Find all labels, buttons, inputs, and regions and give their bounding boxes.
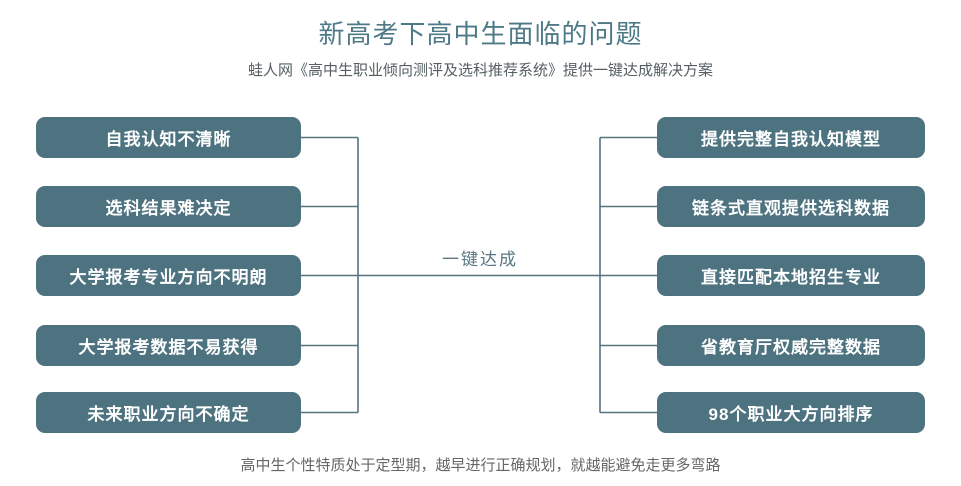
solution-box-chain-data: 链条式直观提供选科数据	[657, 186, 925, 227]
solution-box-label: 省教育厅权威完整数据	[701, 338, 881, 357]
solution-box-label: 提供完整自我认知模型	[701, 130, 881, 149]
footer-note: 高中生个性特质处于定型期，越早进行正确规划，就越能避免走更多弯路	[240, 457, 721, 474]
problem-box-label: 选科结果难决定	[105, 199, 232, 218]
problem-box-label: 自我认知不清晰	[105, 130, 232, 149]
solution-box-self-model: 提供完整自我认知模型	[657, 117, 925, 158]
solution-box-label: 98个职业大方向排序	[708, 405, 874, 424]
problem-box-subject-choice: 选科结果难决定	[36, 186, 301, 227]
solution-box-official-data: 省教育厅权威完整数据	[657, 325, 925, 366]
page-title: 新高考下高中生面临的问题	[318, 19, 643, 49]
solution-box-career-ranking: 98个职业大方向排序	[657, 392, 925, 433]
problem-box-label: 大学报考数据不易获得	[78, 338, 259, 357]
problem-box-career-direction: 未来职业方向不确定	[36, 392, 301, 433]
page-subtitle: 蛙人网《高中生职业倾向测评及选科推荐系统》提供一键达成解决方案	[247, 62, 713, 79]
center-link-label: 一键达成	[442, 250, 518, 269]
problem-box-label: 大学报考专业方向不明朗	[69, 268, 268, 287]
problem-box-self-awareness: 自我认知不清晰	[36, 117, 301, 158]
solution-box-label: 直接匹配本地招生专业	[701, 268, 881, 287]
problem-box-major-direction: 大学报考专业方向不明朗	[36, 255, 301, 296]
problem-box-application-data: 大学报考数据不易获得	[36, 325, 301, 366]
solution-box-label: 链条式直观提供选科数据	[692, 199, 890, 218]
solution-box-local-majors: 直接匹配本地招生专业	[657, 255, 925, 296]
problem-box-label: 未来职业方向不确定	[87, 405, 250, 424]
